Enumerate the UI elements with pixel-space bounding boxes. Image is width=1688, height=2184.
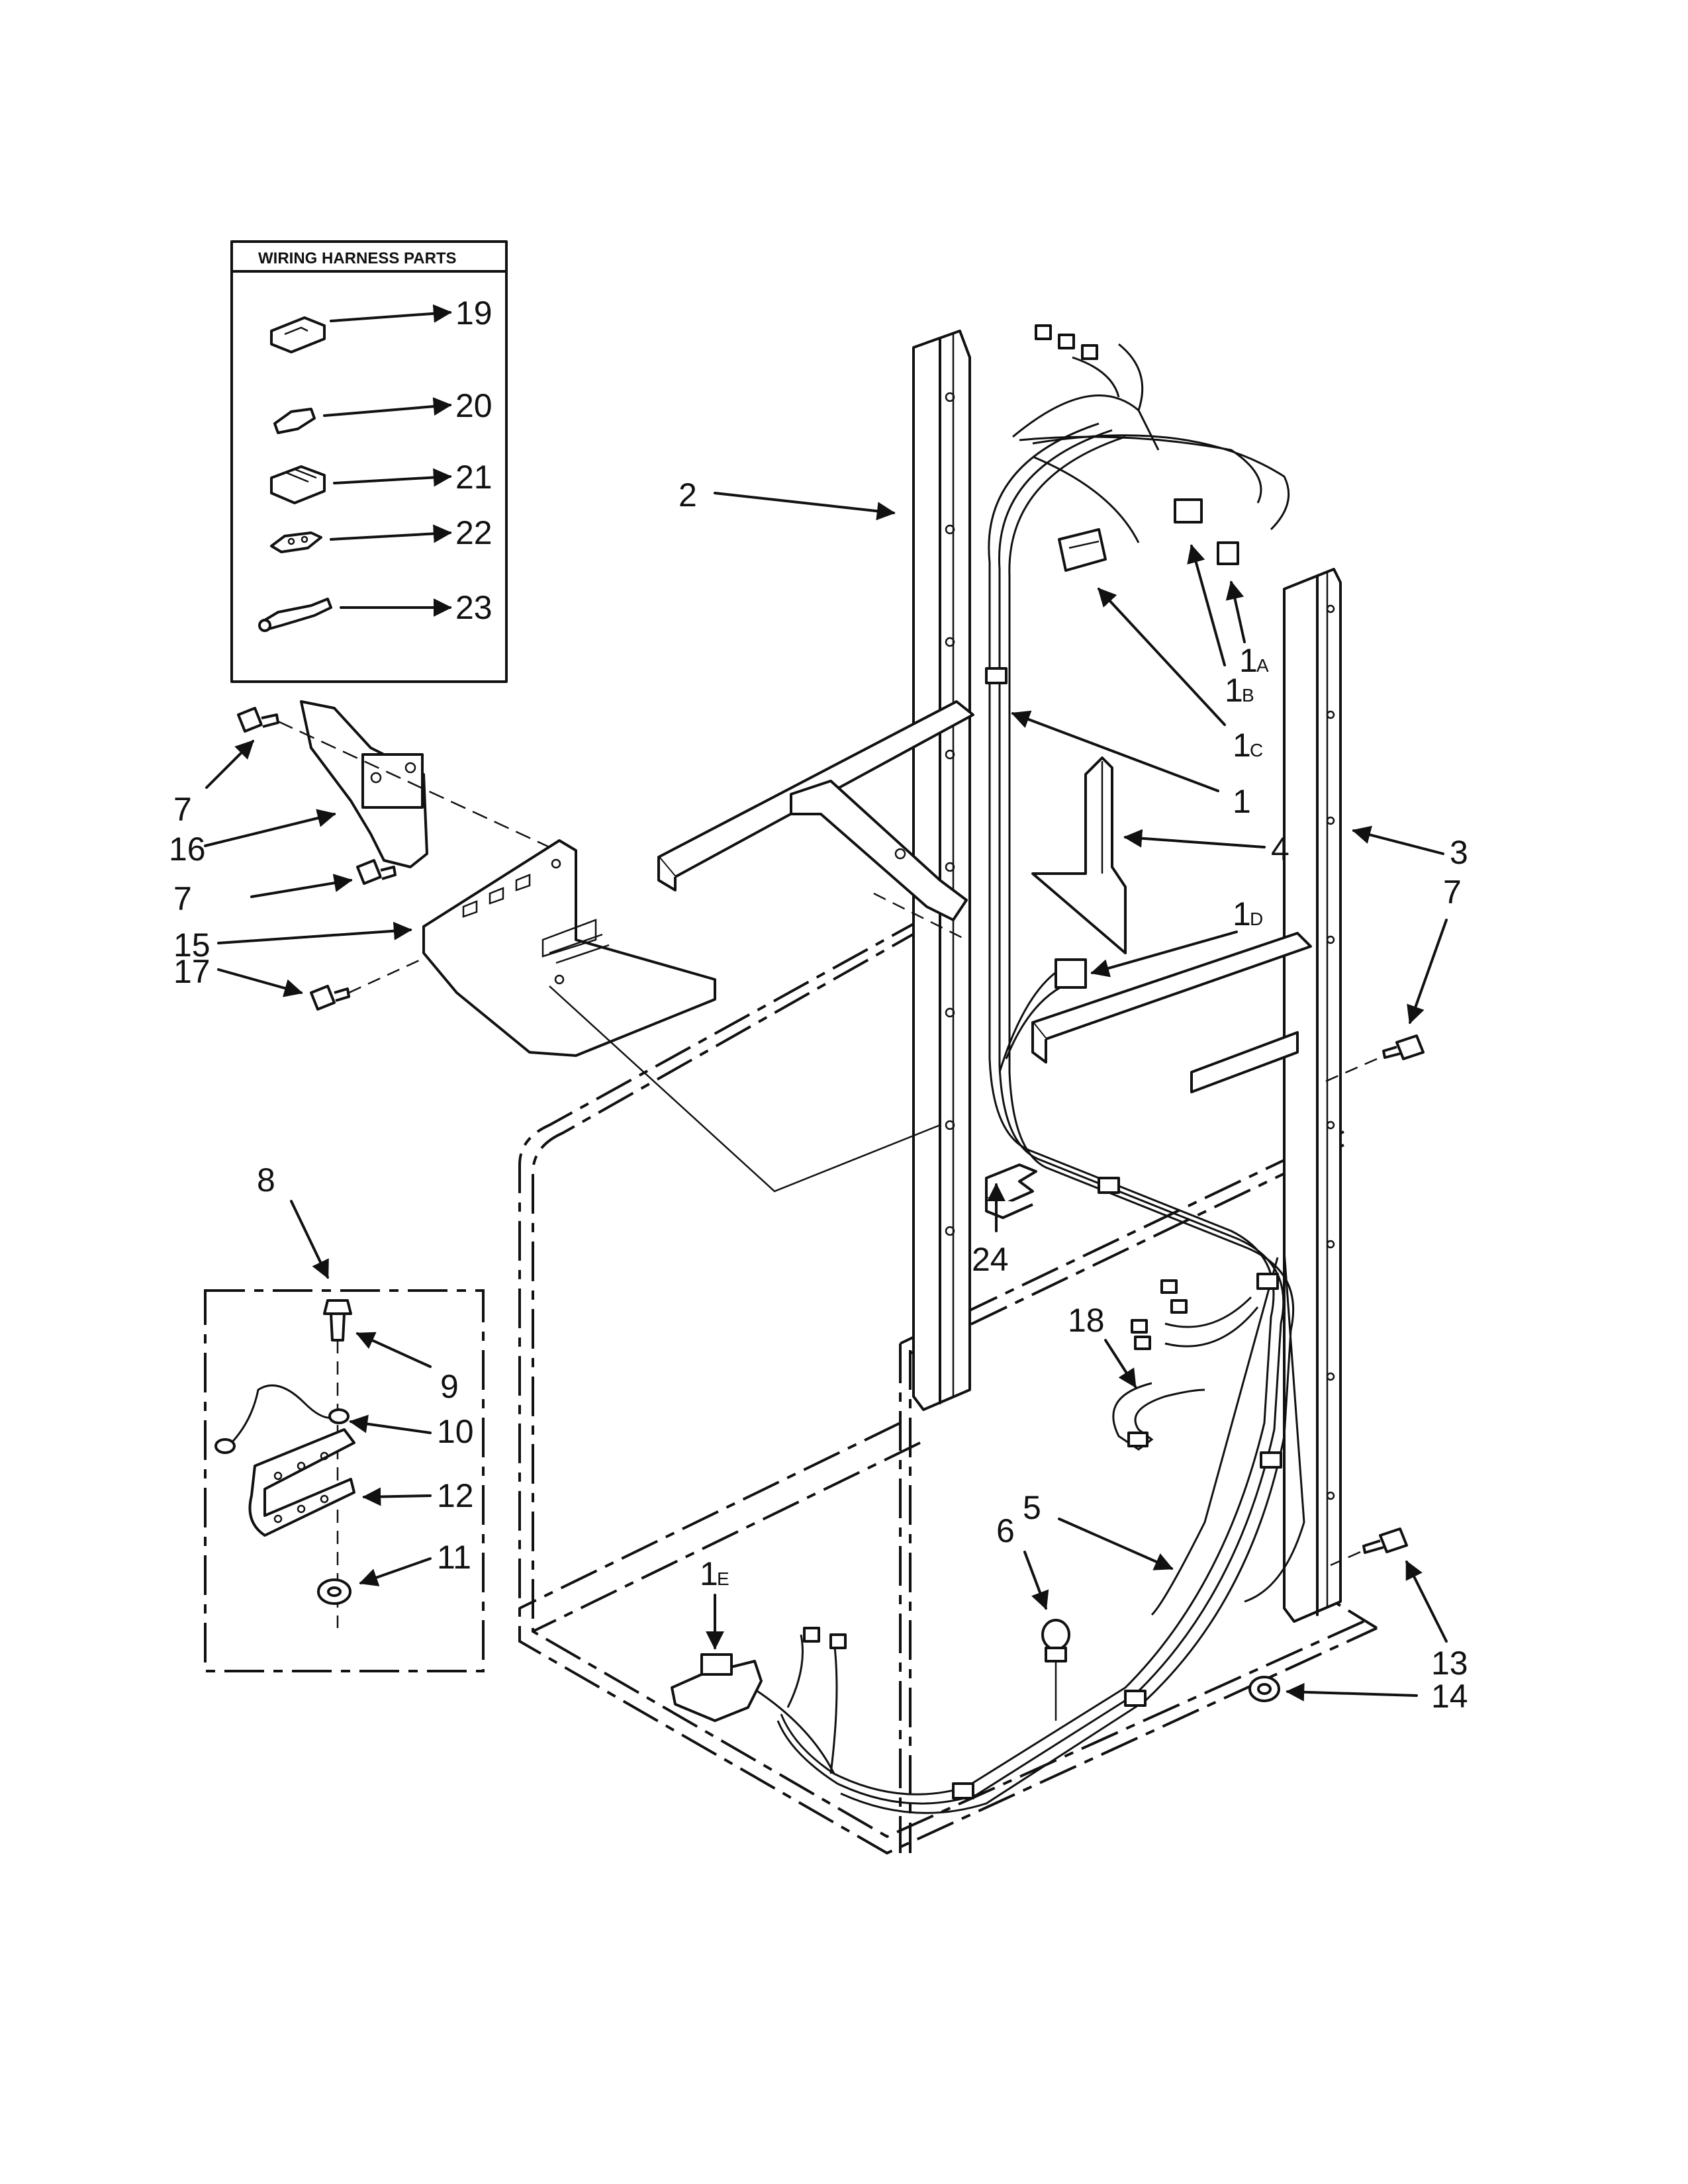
label-12: 12 [437, 1477, 474, 1514]
bracket-part-16 [300, 700, 428, 868]
label-20: 20 [455, 387, 492, 424]
cable-tie-part-18 [1112, 1382, 1205, 1451]
label-7-right: 7 [1443, 874, 1462, 911]
connector-part-19 [270, 316, 326, 353]
washer-part-11 [317, 1578, 352, 1605]
label-1c-sub: C [1250, 740, 1263, 760]
label-10: 10 [437, 1413, 474, 1450]
label-18: 18 [1068, 1302, 1105, 1339]
label-19: 19 [455, 295, 492, 332]
label-22: 22 [455, 514, 492, 551]
connector-1c [1058, 528, 1107, 572]
label-5: 5 [1023, 1489, 1041, 1526]
label-1b-sub: B [1242, 685, 1254, 705]
label-21: 21 [455, 459, 492, 496]
grommet-part-6 [1041, 1619, 1070, 1721]
connector-part-21 [270, 465, 326, 504]
label-4: 4 [1271, 831, 1289, 868]
label-14: 14 [1431, 1678, 1468, 1715]
terminal-part-22 [270, 531, 322, 553]
label-9: 9 [440, 1368, 459, 1405]
washer-part-14 [1248, 1676, 1280, 1702]
mounting-plate-part-15 [422, 839, 967, 1193]
inset-title: WIRING HARNESS PARTS [258, 250, 457, 267]
cross-brace-lower [1031, 932, 1312, 1093]
ground-kit-inset [204, 1289, 485, 1672]
label-1e-sub: E [717, 1569, 729, 1589]
wiring-harness-parts-inset: WIRING HARNESS PARTS 19 20 21 22 [230, 240, 508, 683]
connector-1b [1174, 498, 1203, 523]
terminal-part-20 [273, 408, 316, 434]
label-1e-num: 1 [700, 1555, 718, 1592]
mounting-bracket [790, 780, 968, 921]
screw-part-7-right [1323, 1034, 1425, 1083]
label-16: 16 [169, 831, 206, 868]
label-24: 24 [972, 1241, 1009, 1278]
screw-part-7-top [237, 707, 550, 848]
label-1b-num: 1 [1225, 672, 1243, 709]
cabinet-outline [518, 915, 1378, 1855]
small-connectors-mid [803, 1279, 1188, 1649]
label-17: 17 [173, 953, 211, 990]
right-upright-channel [1283, 568, 1342, 1623]
connector-1e [671, 1653, 763, 1722]
bracket-part-4 [1031, 756, 1127, 954]
connector-1d [1055, 958, 1087, 989]
label-1a-num: 1 [1239, 642, 1258, 679]
screw-part-17 [310, 957, 424, 1011]
label-2: 2 [679, 477, 697, 514]
screw-part-7-mid [356, 859, 397, 885]
label-1a-sub: A [1256, 655, 1269, 676]
label-8: 8 [257, 1161, 275, 1199]
clamp-part-24 [985, 1163, 1037, 1219]
label-1d-sub: D [1250, 909, 1263, 929]
label-1: 1 [1233, 783, 1251, 820]
wire-harness [741, 343, 1305, 1814]
label-7-top: 7 [173, 791, 192, 828]
screw-part-13 [1330, 1527, 1408, 1567]
label-1c-num: 1 [1233, 727, 1251, 764]
label-3: 3 [1450, 834, 1468, 871]
left-upright-channel [912, 330, 971, 1411]
small-connectors-top [1035, 324, 1098, 360]
label-1d-num: 1 [1233, 895, 1251, 933]
ground-wire-part-10 [214, 1384, 350, 1454]
ground-strap-part-12 [248, 1428, 355, 1537]
label-15: 15 [173, 927, 211, 964]
connector-1a [1217, 541, 1239, 565]
label-6: 6 [996, 1512, 1015, 1549]
label-11: 11 [437, 1539, 471, 1576]
label-13: 13 [1431, 1645, 1468, 1682]
terminal-part-23 [258, 598, 332, 632]
label-7-mid: 7 [173, 880, 192, 917]
label-23: 23 [455, 589, 492, 626]
